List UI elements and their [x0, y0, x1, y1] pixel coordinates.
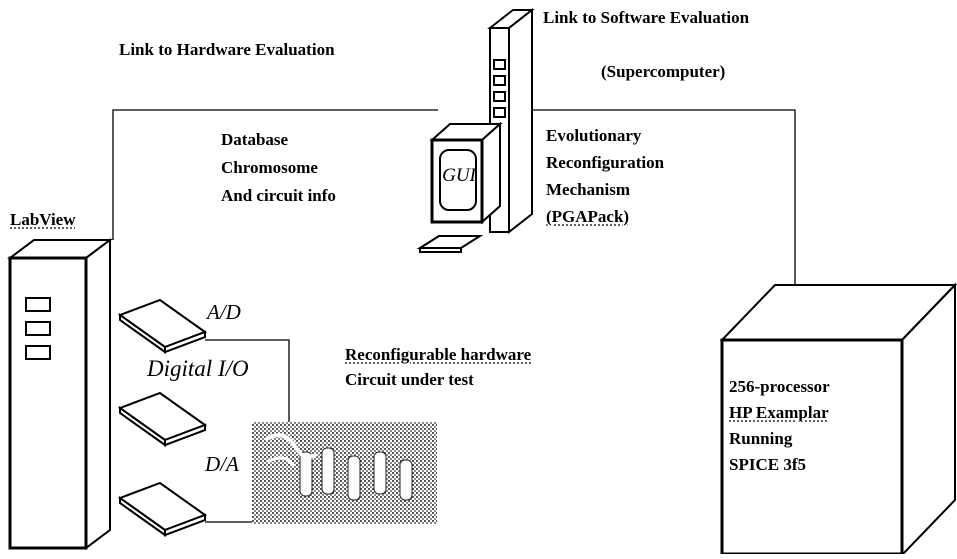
- da-board: [120, 483, 205, 535]
- evolution-label-line4: (PGAPack): [546, 205, 629, 229]
- ad-to-board-line: [205, 340, 289, 422]
- labview-label: LabView: [10, 208, 76, 232]
- hardware-label-line1: Reconfigurable hardware: [345, 343, 531, 367]
- spice-label-line3: Running: [729, 427, 792, 451]
- software-evaluation-link-label: Link to Software Evaluation: [543, 6, 749, 30]
- database-label-line1: Database: [221, 128, 288, 152]
- ad-board: [120, 300, 205, 352]
- circuit-board-image: [252, 422, 437, 524]
- database-label-line2: Chromosome: [221, 156, 318, 180]
- spice-label-line2: HP Examplar: [729, 401, 829, 425]
- evolution-label-line3: Mechanism: [546, 178, 630, 202]
- database-label-line3: And circuit info: [221, 184, 336, 208]
- keyboard-icon: [420, 236, 480, 252]
- spice-label-line4: SPICE 3f5: [729, 453, 806, 477]
- spice-label-line1: 256-processor: [729, 375, 830, 399]
- evolution-label-line2: Reconfiguration: [546, 151, 664, 175]
- io-boards: [120, 300, 205, 535]
- digital-io-label: Digital I/O: [147, 357, 249, 381]
- ad-label: A/D: [207, 300, 241, 324]
- digital-io-board: [120, 393, 205, 445]
- labview-tower: [10, 240, 110, 548]
- evolution-label-line1: Evolutionary: [546, 124, 641, 148]
- gui-label: GUI: [441, 164, 477, 188]
- hardware-label-line2: Circuit under test: [345, 368, 474, 392]
- supercomputer-label: (Supercomputer): [601, 60, 725, 84]
- hardware-evaluation-link-label: Link to Hardware Evaluation: [119, 38, 335, 62]
- da-label: D/A: [205, 452, 239, 476]
